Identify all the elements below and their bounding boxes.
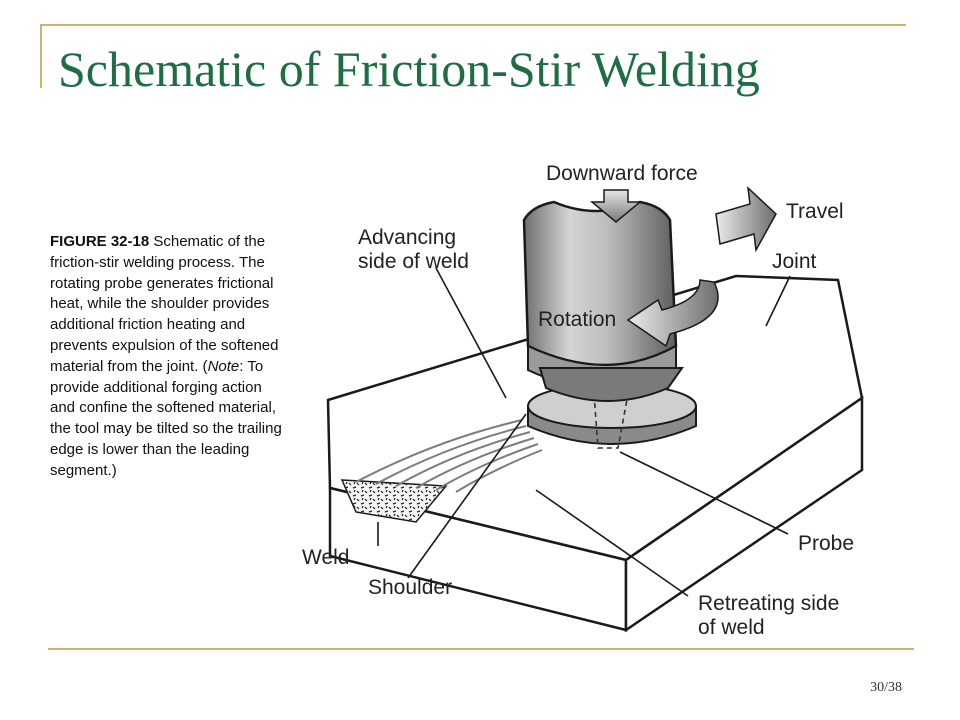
caption-note-word: Note [207,357,240,375]
slide-title: Schematic of Friction-Stir Welding [58,41,760,97]
figure-label: FIGURE 32-18 [50,233,150,250]
label-travel: Travel [786,200,844,223]
friction-stir-diagram: Downward force Travel Advancing side of … [302,162,864,639]
label-advancing-line2: side of weld [358,250,469,273]
label-retreating-line2: of weld [698,616,765,639]
figure-caption: FIGURE 32-18 Schematic of the friction-s… [50,232,290,482]
leader-lines [377,267,791,597]
frame-left-line [40,24,42,88]
weld-track [355,419,543,493]
rotation-arrow [626,279,719,348]
label-advancing-line1: Advancing [358,226,456,249]
travel-arrow [715,186,777,253]
label-weld: Weld [302,546,349,569]
page-number: 30/38 [870,680,902,695]
caption-text-part1: Schematic of the friction-stir welding p… [50,233,279,375]
tool-shoulder [527,383,697,445]
label-joint: Joint [772,250,817,273]
label-shoulder: Shoulder [368,576,452,599]
frame-top-line [40,24,906,26]
label-downward-force: Downward force [546,162,698,185]
frame-bottom-line [48,648,914,650]
caption-text-part2: : To provide additional forging action a… [50,357,282,479]
label-probe: Probe [798,532,854,555]
label-rotation: Rotation [538,308,616,331]
downward-force-arrow [589,189,643,223]
weld-cross-section [340,479,448,523]
label-retreating-line1: Retreating side [698,592,839,615]
